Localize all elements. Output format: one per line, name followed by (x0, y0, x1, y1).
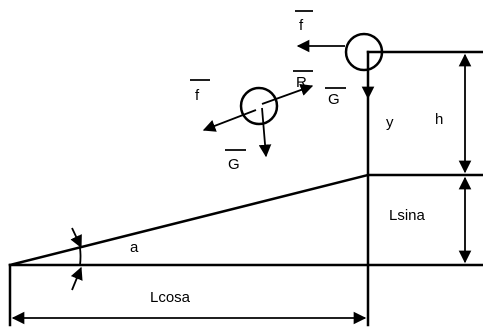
label-a: a (130, 239, 139, 256)
label-lsina: Lsina (389, 207, 426, 224)
force-r-arrow (261, 83, 314, 105)
angle-arrow-upper (70, 227, 82, 249)
label-f-mid: f (195, 87, 200, 104)
angle-arc (79, 247, 82, 266)
label-y: y (386, 114, 394, 131)
force-f-mid-arrow (202, 109, 257, 132)
label-g-mid: G (328, 91, 340, 108)
angle-arrow-lower (70, 266, 83, 291)
label-lcosa: Lcosa (150, 289, 191, 306)
ball-top (344, 32, 384, 72)
ball-mid (239, 86, 279, 126)
force-g-mid-arrow (258, 107, 272, 158)
label-g-low: G (228, 156, 240, 173)
label-h: h (435, 111, 443, 128)
label-f-top: f (299, 17, 304, 34)
label-r: R (296, 74, 307, 91)
incline-line (8, 173, 370, 267)
